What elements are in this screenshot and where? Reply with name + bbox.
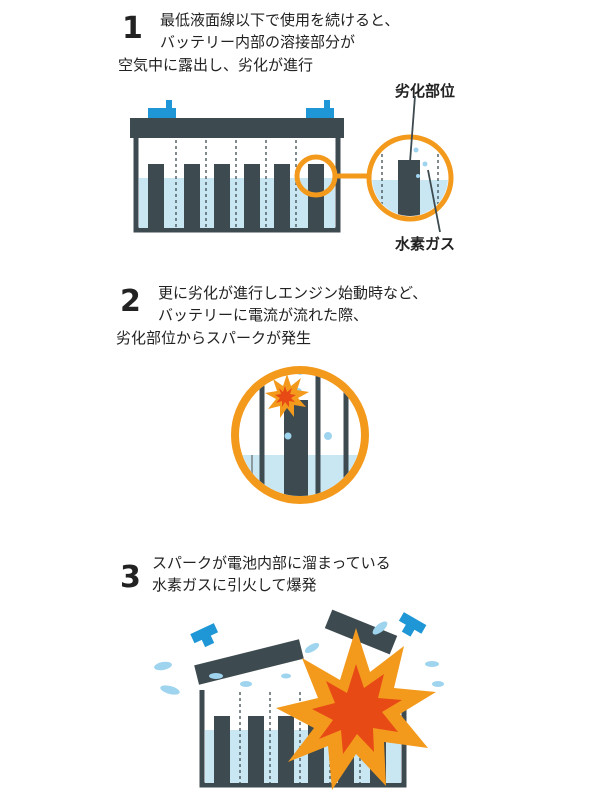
- battery-1-electrolyte: [139, 178, 335, 228]
- battery-1: [130, 95, 454, 233]
- label-hydrogen-gas: 水素ガス: [395, 235, 456, 253]
- spark-magnified: [231, 366, 369, 504]
- step-2-line-1: 更に劣化が進行しエンジン始動時など、: [158, 284, 428, 302]
- battery-1-plates: [148, 164, 324, 228]
- battery-1-case: [133, 138, 341, 233]
- step-2-number: 2: [120, 284, 141, 319]
- flying-cap-right-icon: [398, 612, 427, 637]
- splash-droplets: [154, 621, 444, 695]
- step-2-line-2: バッテリーに電流が流れた際、: [158, 306, 369, 324]
- step-2-line-3: 劣化部位からスパークが発生: [116, 329, 312, 347]
- battery-1-separators: [175, 140, 297, 228]
- battery-1-terminal-right-icon: [306, 100, 334, 120]
- label-degraded-part: 劣化部位: [395, 82, 456, 100]
- step-1-line-2: バッテリー内部の溶接部分が: [160, 33, 356, 51]
- step-1-number: 1: [122, 11, 143, 46]
- step-1-line-3: 空気中に露出し、劣化が進行: [118, 56, 314, 74]
- step-1-line-1: 最低液面線以下で使用を続けると、: [160, 11, 400, 29]
- battery-exploding: [154, 609, 444, 790]
- step-3-line-2: 水素ガスに引火して爆発: [152, 576, 317, 594]
- step-3-line-1: スパークが電池内部に溜まっている: [152, 554, 391, 572]
- flying-lid-right: [324, 609, 398, 655]
- step-3-number: 3: [120, 560, 141, 595]
- battery-1-lid: [130, 118, 344, 138]
- flying-lid-left: [194, 639, 304, 685]
- flying-cap-left-icon: [190, 623, 219, 648]
- battery-1-terminal-left-icon: [148, 100, 176, 120]
